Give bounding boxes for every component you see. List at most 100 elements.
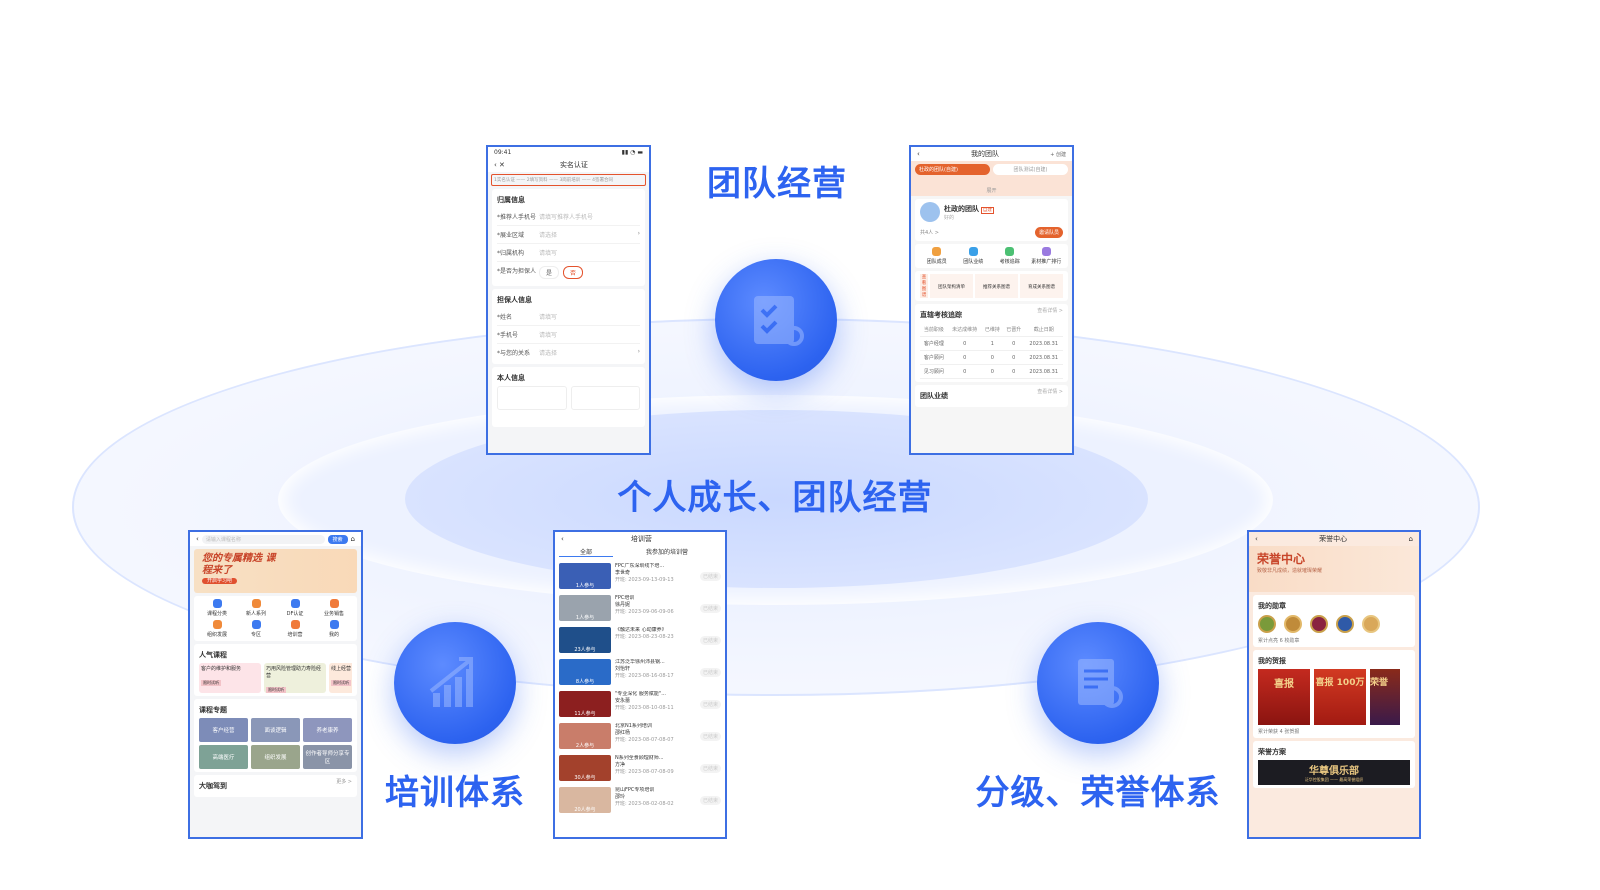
back-icon[interactable]: ‹ [917, 150, 920, 158]
back-icon[interactable]: ‹ [561, 535, 564, 543]
topic-card[interactable]: 组织发展 [251, 745, 300, 769]
topic-card[interactable]: 客户经营 [199, 718, 248, 742]
status-time: 09:41 [494, 149, 512, 156]
search-button[interactable]: 搜索 [327, 534, 348, 544]
medal-icon[interactable] [1258, 615, 1276, 633]
report-card[interactable]: 喜报 [1258, 669, 1310, 725]
topic-card[interactable]: 面谈逻辑 [251, 718, 300, 742]
back-icon[interactable]: ‹ [196, 535, 199, 543]
course-menu-item[interactable]: 新人系列 [238, 599, 274, 617]
search-input[interactable]: 请输入课程名称 [201, 534, 325, 544]
menu-icon [251, 599, 261, 608]
menu-team-performance[interactable]: 团队业绩 [957, 247, 991, 265]
banner[interactable]: 您的专属精选 课程来了 开启学习吧 [194, 549, 357, 593]
menu-icon [251, 620, 261, 629]
tab-mine[interactable]: 我参加的培训营 [645, 549, 688, 556]
section-title: 团队业绩 [920, 392, 948, 400]
map-org[interactable]: 团队架构清单 [930, 274, 973, 298]
course-menu-item[interactable]: 培训营 [277, 620, 313, 638]
id-front-upload[interactable] [497, 386, 567, 410]
more-link[interactable]: 更多 > [336, 779, 352, 785]
form-row[interactable]: *归属机构请填写 [497, 244, 640, 262]
course-menu-item[interactable]: 组织发展 [199, 620, 235, 638]
table-cell: 2023.08.31 [1024, 350, 1063, 365]
club-banner[interactable]: 华尊俱乐部泛华控股集团 —— 最高荣誉组织 [1258, 760, 1410, 785]
topic-card[interactable]: 创作者导师分享专区 [303, 745, 352, 769]
popular-course-card[interactable]: 线上经营限时试听 [329, 663, 352, 693]
detail-link[interactable]: 查看详情 > [1037, 389, 1063, 395]
menu-material-rank[interactable]: 素材推广排行 [1030, 247, 1064, 265]
step-indicator: 1实名认证 —— 2填写资料 —— 3岗前培训 —— 4签署合同 [491, 174, 646, 186]
screen-title: 我的团队 [971, 150, 1000, 158]
medals-count: 累计点亮 6 枚勋章 [1258, 638, 1300, 644]
home-icon[interactable]: ⌂ [1408, 535, 1413, 543]
camp-name: N系列全食顾理财师... [615, 755, 664, 761]
table-cell: 客户经理 [920, 336, 948, 351]
topic-card[interactable]: 养老康养 [303, 718, 352, 742]
menu-icon [290, 599, 300, 608]
form-row[interactable]: *展业区域请选择› [497, 226, 640, 244]
popular-course-card[interactable]: 客户的维护和服务限时试听 [199, 663, 261, 693]
form-row[interactable]: *手机号请填写 [497, 326, 640, 344]
id-back-upload[interactable] [570, 386, 640, 410]
team-tab[interactable]: 团队测试(自建) [993, 164, 1068, 175]
course-menu-item[interactable]: 业务销售 [316, 599, 352, 617]
table-cell: 2023.08.31 [1024, 364, 1063, 379]
medal-icon[interactable] [1362, 615, 1380, 633]
camp-teacher: 安永蕾 [615, 698, 631, 704]
form-row[interactable]: *姓名请填写 [497, 308, 640, 326]
table-cell: 客户顾问 [920, 350, 948, 365]
medal-icon[interactable] [1310, 615, 1328, 633]
members-link[interactable]: 共4人 > [920, 230, 939, 236]
phone-my-team: ‹我的团队+ 创建 杜政的团队(自建)团队测试(自建) 展开 杜政的团队 自建好… [909, 145, 1074, 455]
back-icon[interactable]: ‹ [1255, 535, 1258, 543]
form-row[interactable]: *推荐人手机号请填写推荐人手机号 [497, 208, 640, 226]
course-menu-item[interactable]: 课程分类 [199, 599, 235, 617]
certificate-icon [1037, 622, 1159, 744]
training-camp-item[interactable]: 11人参与"专业深化 服务赋能"...安永蕾开班: 2023-08-10-08-… [555, 688, 725, 720]
report-card[interactable]: 喜报 100万 [1314, 669, 1366, 725]
popular-course-card[interactable]: 巧用风险管理助力寿险经营限时试听 [264, 663, 326, 693]
menu-label: 专区 [250, 632, 261, 638]
medal-icon[interactable] [1336, 615, 1354, 633]
map-cultivation[interactable]: 育成关系图谱 [1020, 274, 1063, 298]
course-menu-item[interactable]: DF认证 [277, 599, 313, 617]
no-option[interactable]: 否 [563, 266, 584, 279]
camp-date: 开班: 2023-08-23-08-23 [615, 634, 674, 640]
form-row[interactable]: *与您的关系请选择› [497, 348, 640, 357]
table-cell: 0 [1003, 350, 1025, 365]
menu-icon [329, 599, 339, 608]
growth-chart-icon [394, 622, 516, 744]
back-icon[interactable]: ‹ ✕ [494, 161, 505, 169]
create-button[interactable]: + 创建 [1050, 151, 1066, 158]
expand-toggle[interactable]: 展开 [986, 188, 997, 194]
course-menu-item[interactable]: 我的 [316, 620, 352, 638]
map-referral[interactable]: 推荐关系图谱 [975, 274, 1018, 298]
camp-name: 《触达未来 心动康养》 [615, 627, 667, 633]
course-menu-item[interactable]: 专区 [238, 620, 274, 638]
menu-assessment[interactable]: 考核追踪 [993, 247, 1027, 265]
tab-all[interactable]: 全部 [559, 547, 613, 557]
detail-link[interactable]: 查看详情 > [1037, 308, 1063, 314]
invite-button[interactable]: 邀请队员 [1034, 227, 1063, 238]
camp-teacher: 邵红杨 [615, 730, 631, 736]
reports-count: 累计荣获 4 张贺报 [1258, 729, 1300, 735]
team-tab-active[interactable]: 杜政的团队(自建) [915, 164, 990, 175]
medal-icon[interactable] [1284, 615, 1302, 633]
medal-list [1258, 615, 1410, 633]
course-title: 线上经营 [331, 666, 352, 672]
section-title: 荣誉方案 [1258, 748, 1286, 756]
yes-option[interactable]: 是 [539, 266, 560, 279]
home-icon[interactable]: ⌂ [350, 535, 355, 543]
report-card[interactable]: 荣誉 [1370, 669, 1400, 725]
topic-card[interactable]: 高端医疗 [199, 745, 248, 769]
menu-team-members[interactable]: 团队成员 [920, 247, 954, 265]
